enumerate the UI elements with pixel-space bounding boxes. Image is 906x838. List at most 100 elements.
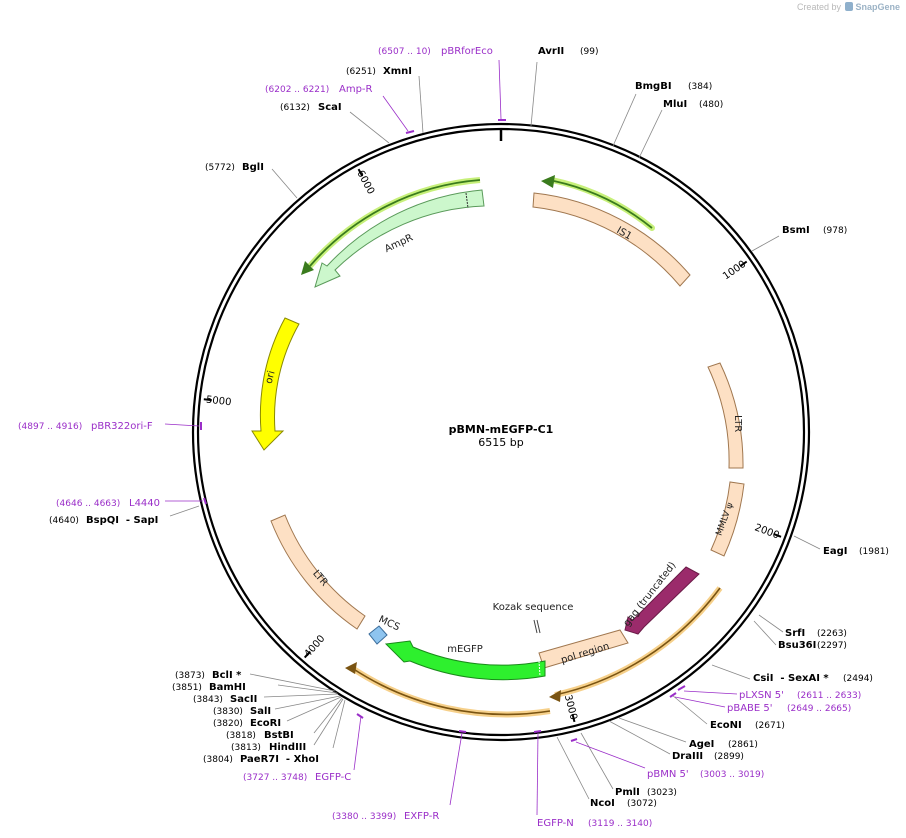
enzyme-position: (3843) xyxy=(193,695,223,705)
enzyme-name: AgeI xyxy=(689,739,714,750)
enzyme-position: (480) xyxy=(699,100,723,110)
feature-ltr-right[interactable]: LTR xyxy=(707,362,744,469)
feature-mmlv-psi[interactable]: MMLV ψ xyxy=(710,481,745,557)
tick-mark xyxy=(203,398,212,402)
enzyme-csii-sexai[interactable]: CsiI - SexAI * (2494) xyxy=(711,664,873,684)
enzyme-name: ScaI xyxy=(318,102,342,113)
enzyme-bspqi-sapi[interactable]: (4640) BspQI - SapI xyxy=(49,505,200,526)
enzyme-hindiii[interactable]: (3813) HindIII xyxy=(231,698,344,753)
primer-name: pBMN 5' xyxy=(647,769,689,780)
primer-name: pBRforEco xyxy=(441,46,493,57)
enzyme-name: MluI xyxy=(663,99,687,110)
primer-name: pBR322ori-F xyxy=(91,421,153,432)
tick-mark xyxy=(773,533,782,538)
feature-mcs[interactable]: MCS xyxy=(368,614,401,645)
is1-direction-arrow xyxy=(553,180,653,229)
enzyme-position: (1981) xyxy=(859,547,889,557)
enzyme-position: (3804) xyxy=(203,755,233,765)
primer-pbmn-5[interactable]: pBMN 5' (3003 .. 3019) xyxy=(570,738,764,780)
enzyme-name: HindIII xyxy=(269,742,306,753)
tick-mark xyxy=(357,168,364,177)
ampr-direction-arrow xyxy=(309,179,481,267)
feature-label-megfp: mEGFP xyxy=(447,644,483,655)
feature-pol-region[interactable]: pol region xyxy=(538,586,723,702)
primer-pbrforeco[interactable]: (6507 .. 10) pBRforEco xyxy=(378,46,506,121)
feature-ltr-left[interactable]: LTR xyxy=(270,514,551,718)
enzyme-position: (2263) xyxy=(817,629,847,639)
tick-label: 1000 xyxy=(721,259,748,283)
enzyme-bsmi[interactable]: BsmI (978) xyxy=(751,225,847,252)
enzyme-position: (6132) xyxy=(280,103,310,113)
pol-direction-arrow xyxy=(554,587,721,696)
primer-egfp-c[interactable]: (3727 .. 3748) EGFP-C xyxy=(243,713,364,783)
primer-egfp-n[interactable]: EGFP-N (3119 .. 3140) xyxy=(533,730,652,829)
tick-label: 2000 xyxy=(753,522,781,541)
primer-pbr322ori-f[interactable]: (4897 .. 4916) pBR322ori-F xyxy=(18,421,202,432)
enzyme-name: BstBI xyxy=(264,730,294,741)
primer-range: (6202 .. 6221) xyxy=(265,85,329,95)
primer-name: L4440 xyxy=(129,498,160,509)
tick-mark xyxy=(571,713,576,723)
primer-range: (6507 .. 10) xyxy=(378,47,431,57)
enzyme-eagi[interactable]: EagI (1981) xyxy=(793,535,889,557)
enzyme-bamhi[interactable]: (3851) BamHI xyxy=(172,682,338,694)
enzyme-bstbi[interactable]: (3818) BstBI xyxy=(226,697,343,741)
enzyme-mlui[interactable]: MluI (480) xyxy=(638,99,723,159)
enzyme-name: BamHI xyxy=(209,682,246,693)
primer-exfp-r[interactable]: (3380 .. 3399) EXFP-R xyxy=(332,730,467,822)
enzyme-name: EcoRI xyxy=(250,718,281,729)
enzyme-name: AvrII xyxy=(538,46,564,57)
enzyme-bcli[interactable]: (3873) BclI * xyxy=(175,670,336,692)
primer-plxsn-5[interactable]: pLXSN 5' (2611 .. 2633) xyxy=(677,685,861,701)
enzyme-srfi[interactable]: SrfI (2263) xyxy=(758,614,847,639)
feature-ampr[interactable]: AmpR xyxy=(301,177,485,288)
primer-range: (3380 .. 3399) xyxy=(332,812,396,822)
enzyme-econi[interactable]: EcoNI (2671) xyxy=(671,694,785,731)
primer-l4440[interactable]: (4646 .. 4663) L4440 xyxy=(56,497,207,509)
enzyme-sali[interactable]: (3830) SalI xyxy=(213,695,341,717)
enzyme-position: (978) xyxy=(823,226,847,236)
snapgene-credit: Created by SnapGene xyxy=(797,2,900,12)
enzyme-xmni[interactable]: (6251) XmnI xyxy=(346,66,424,134)
enzyme-position: (6251) xyxy=(346,67,376,77)
enzyme-bgli[interactable]: (5772) BglI xyxy=(205,162,298,199)
feature-is1[interactable]: IS1 xyxy=(532,175,691,287)
ampr-arrowhead xyxy=(301,261,314,275)
credit-brand: SnapGene xyxy=(855,2,900,12)
enzyme-position: (3830) xyxy=(213,707,243,717)
primer-amp-r[interactable]: (6202 .. 6221) Amp-R xyxy=(265,84,415,134)
feature-megfp[interactable]: mEGFP xyxy=(384,640,546,681)
ltr-arrowhead xyxy=(345,662,357,674)
tick-mark xyxy=(739,260,748,267)
primer-range: (2611 .. 2633) xyxy=(797,691,861,701)
enzyme-name: NcoI xyxy=(590,798,615,809)
enzyme-position: (3072) xyxy=(627,799,657,809)
enzyme-draiii[interactable]: DraIII (2899) xyxy=(608,720,744,762)
enzyme-ecori[interactable]: (3820) EcoRI xyxy=(213,696,342,729)
enzyme-bsu36i[interactable]: Bsu36I (2297) xyxy=(753,620,847,651)
enzyme-agei[interactable]: AgeI (2861) xyxy=(618,717,758,750)
enzyme-position: (99) xyxy=(580,47,598,57)
primer-name: Amp-R xyxy=(339,84,373,95)
is1-arrowhead xyxy=(541,175,555,188)
enzyme-position: (4640) xyxy=(49,516,79,526)
enzyme-name: Bsu36I xyxy=(778,640,816,651)
tick-label: 6000 xyxy=(354,169,376,197)
primer-pbabe-5[interactable]: pBABE 5' (2649 .. 2665) xyxy=(669,692,851,714)
feature-label-ori: ori xyxy=(264,370,278,385)
enzyme-scai[interactable]: (6132) ScaI xyxy=(280,102,390,144)
feature-kozak[interactable]: Kozak sequence xyxy=(493,602,574,634)
primer-sites: (6507 .. 10) pBRforEco (6202 .. 6221) Am… xyxy=(18,46,861,829)
enzyme-avrii[interactable]: AvrII (99) xyxy=(530,46,598,127)
enzyme-position: (384) xyxy=(688,82,712,92)
ltr-direction-arrow xyxy=(351,667,551,716)
enzyme-name: BmgBI xyxy=(635,81,672,92)
enzyme-ncoi[interactable]: NcoI (3072) xyxy=(556,736,657,809)
enzyme-paer7i-xhoi[interactable]: (3804) PaeR7I - XhoI xyxy=(203,699,346,765)
credit-prefix: Created by xyxy=(796,2,841,12)
primer-name: EGFP-C xyxy=(315,772,351,783)
enzyme-sacii[interactable]: (3843) SacII xyxy=(193,693,339,705)
enzyme-bmgbi[interactable]: BmgBI (384) xyxy=(612,81,712,147)
feature-ori[interactable]: ori xyxy=(251,317,300,451)
enzyme-pmli[interactable]: PmlI (3023) xyxy=(580,732,677,798)
